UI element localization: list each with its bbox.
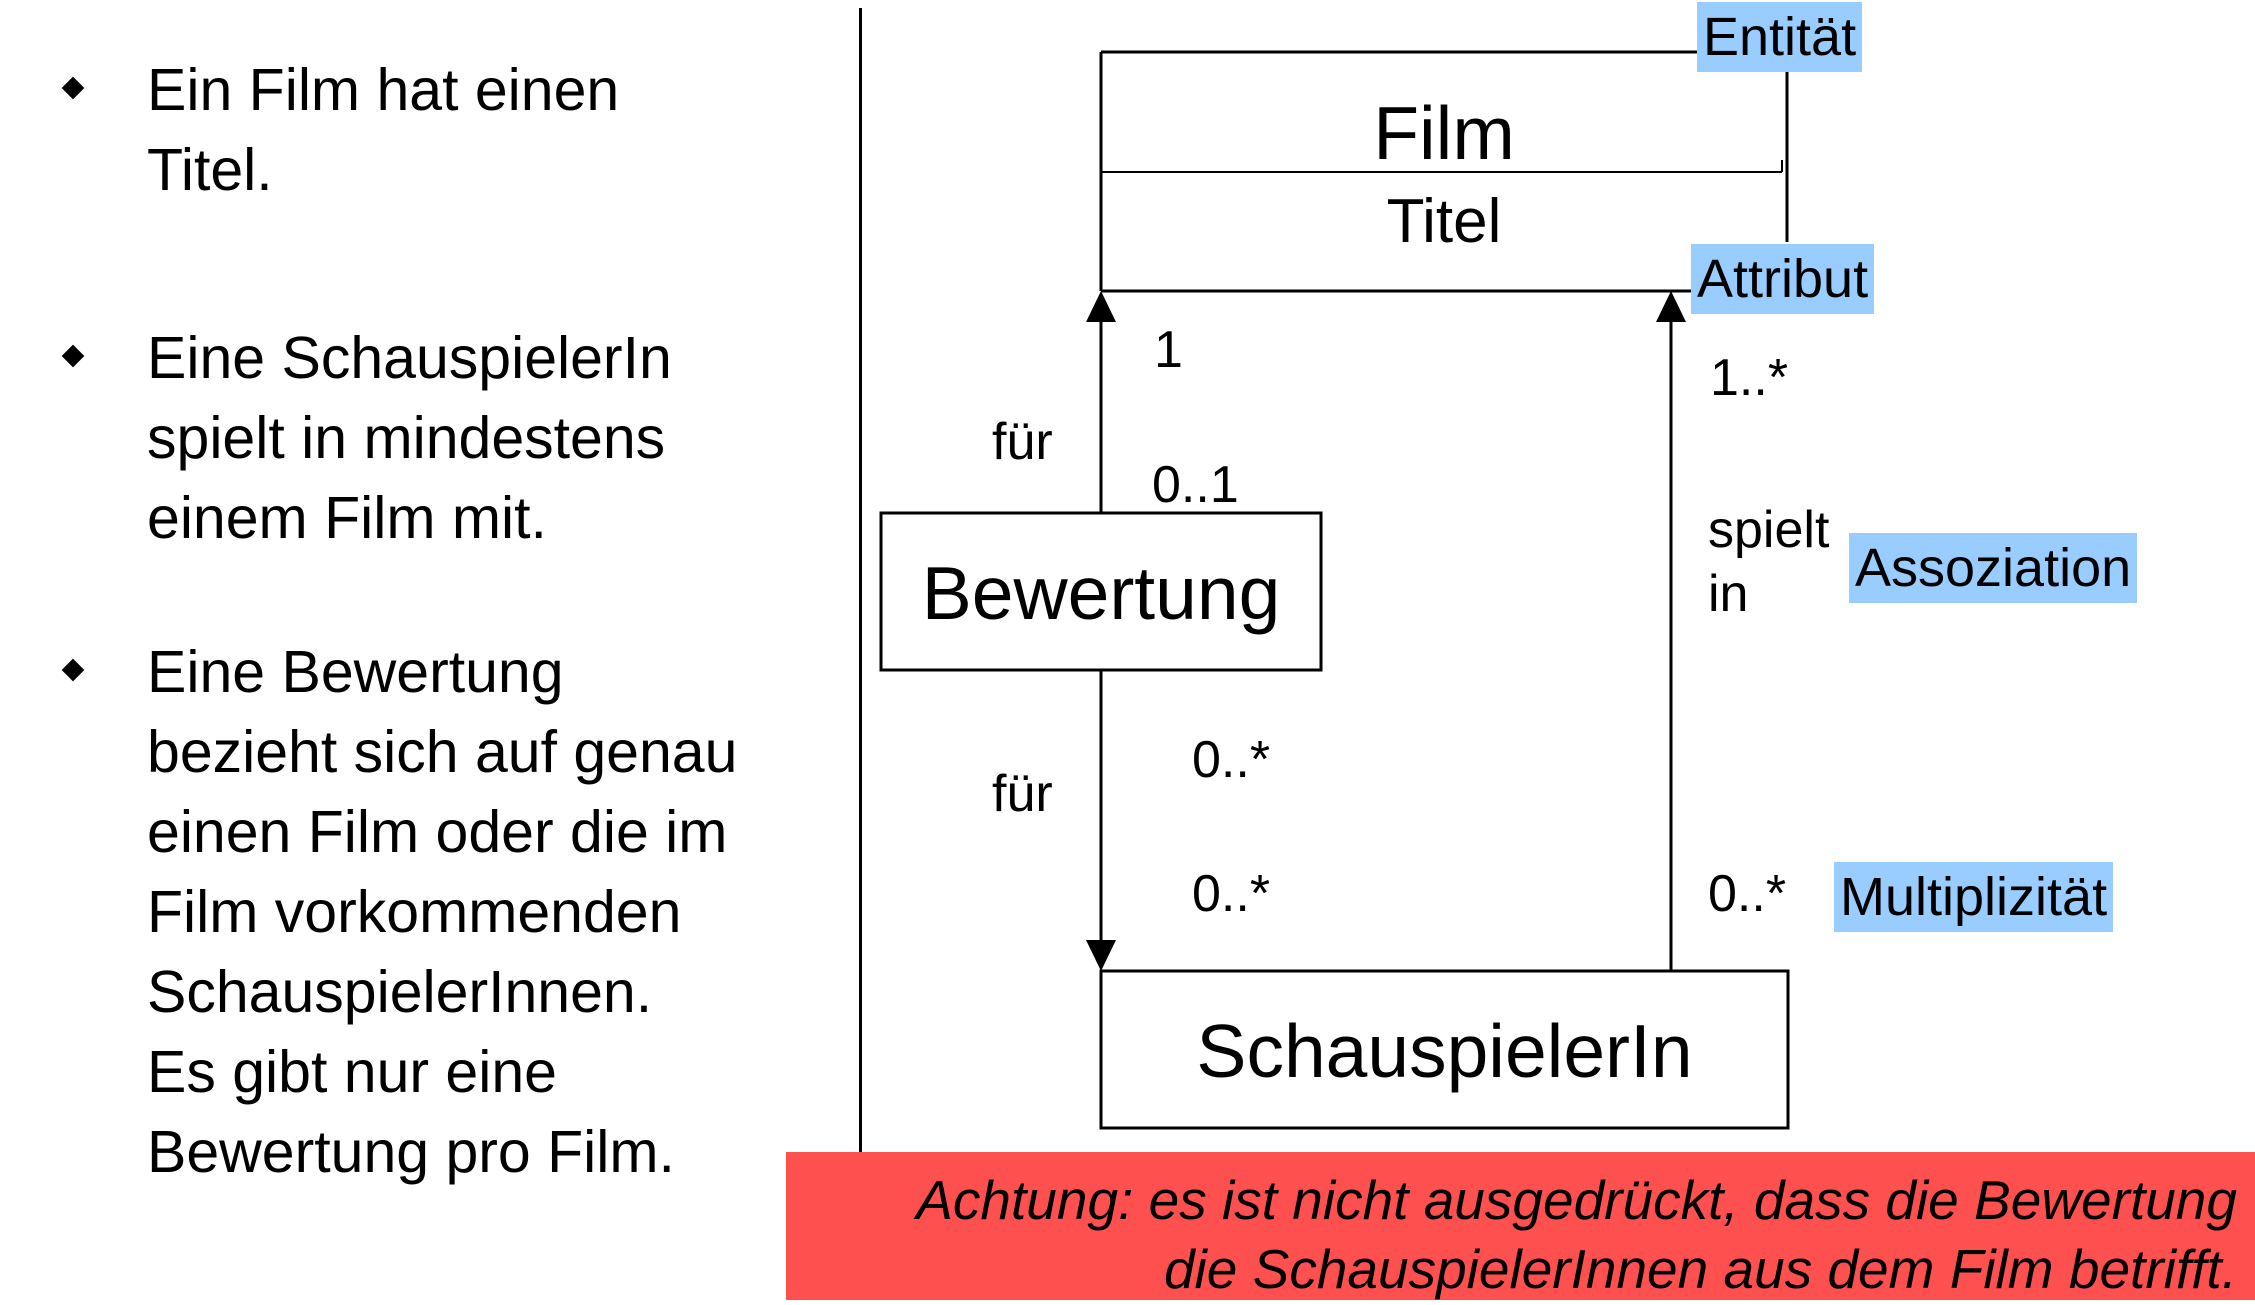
tag-entitaet: Entität (1697, 2, 1863, 72)
association-label-fuer-schauspielerin: für (992, 765, 1053, 823)
multiplicity-bewertung-0-1: 0..1 (1152, 456, 1239, 514)
association-label-in: in (1708, 565, 1749, 623)
multiplicity-film-1-many: 1..* (1710, 349, 1789, 407)
bullet-text: Eine SchauspielerIn spielt in mindestens… (147, 325, 672, 551)
association-label-spielt: spielt (1708, 501, 1830, 559)
arrowhead-up-icon (1086, 291, 1116, 322)
bullet-text: Ein Film hat einen Titel. (147, 57, 620, 203)
multiplicity-film-1: 1 (1154, 321, 1183, 379)
multiplicity-schauspielerin-0-many: 0..* (1192, 865, 1271, 923)
tag-attribut: Attribut (1691, 244, 1875, 314)
multiplicity-schauspielerin-film-0-many: 0..* (1708, 865, 1787, 923)
association-line-schauspielerin-film (1656, 291, 1686, 971)
association-line-bewertung-film (1086, 291, 1116, 513)
schauspielerin-entity-name: SchauspielerIn (1196, 1009, 1693, 1093)
film-entity-name: Film (1373, 91, 1515, 175)
association-line-bewertung-schauspielerin (1086, 670, 1116, 971)
warning-banner: Achtung: es ist nicht ausgedrückt, dass … (786, 1152, 2255, 1300)
requirements-list: Ein Film hat einen Titel. Eine Schauspie… (0, 0, 860, 1305)
multiplicity-bewertung-0-many: 0..* (1192, 731, 1271, 789)
bewertung-entity-name: Bewertung (921, 551, 1281, 635)
association-label-fuer-film: für (992, 413, 1053, 471)
film-attribute-titel: Titel (1386, 187, 1502, 256)
vertical-divider (859, 8, 862, 1155)
tag-assoziation: Assoziation (1849, 533, 2138, 603)
bullet-text: Eine Bewertung bezieht sich auf genau ei… (147, 639, 738, 1185)
arrowhead-down-icon (1086, 940, 1116, 971)
film-entity-box (1099, 50, 1789, 293)
warning-line-1: Achtung: es ist nicht ausgedrückt, dass … (916, 1169, 2237, 1231)
arrowhead-up-icon (1656, 291, 1686, 322)
tag-multiplizitaet: Multiplizität (1834, 862, 2114, 932)
schauspielerin-entity-box (1099, 969, 1790, 1130)
warning-line-2: die SchauspielerInnen aus dem Film betri… (1163, 1238, 2237, 1300)
